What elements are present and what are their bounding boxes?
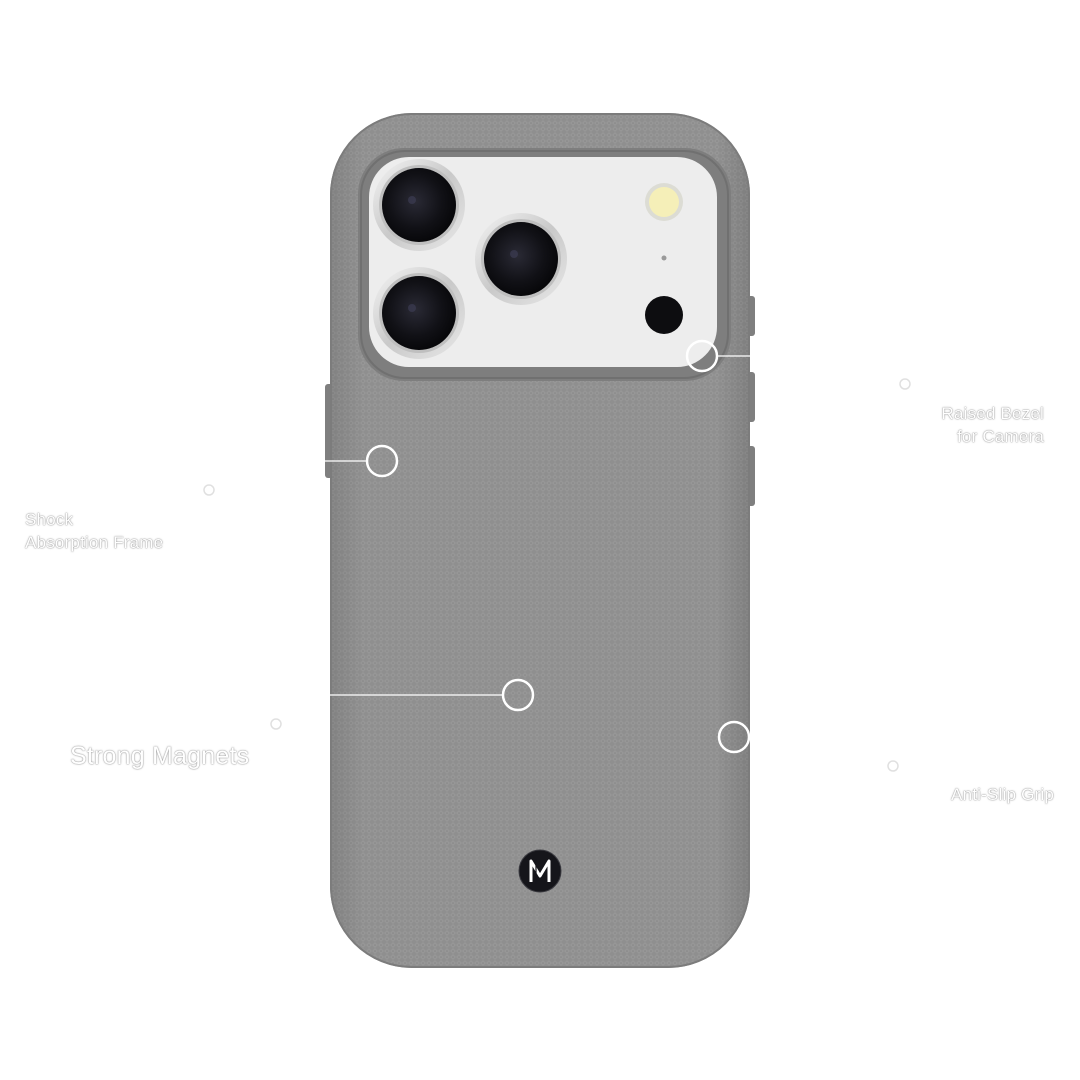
lidar-sensor — [645, 296, 683, 334]
callout-line-anti-slip-grip — [717, 720, 899, 772]
callout-line-strong-magnets — [270, 678, 535, 730]
callout-label-shock-absorption: Shock Absorption Frame — [25, 510, 164, 552]
brand-logo-icon — [518, 849, 562, 893]
camera-lens-bottom-left — [373, 267, 465, 359]
callout-label-strong-magnets: Strong Magnets — [70, 742, 250, 770]
camera-lens-top-left — [373, 159, 465, 251]
callout-line-shock-absorption — [203, 444, 399, 496]
callout-line-raised-bezel — [685, 339, 911, 390]
callout-label-anti-slip-grip: Anti-Slip Grip — [951, 785, 1054, 804]
flash-icon — [645, 183, 683, 221]
microphone-hole — [661, 255, 667, 261]
camera-lens-right — [475, 213, 567, 305]
callout-label-raised-bezel: Raised Bezel for Camera — [941, 404, 1044, 446]
